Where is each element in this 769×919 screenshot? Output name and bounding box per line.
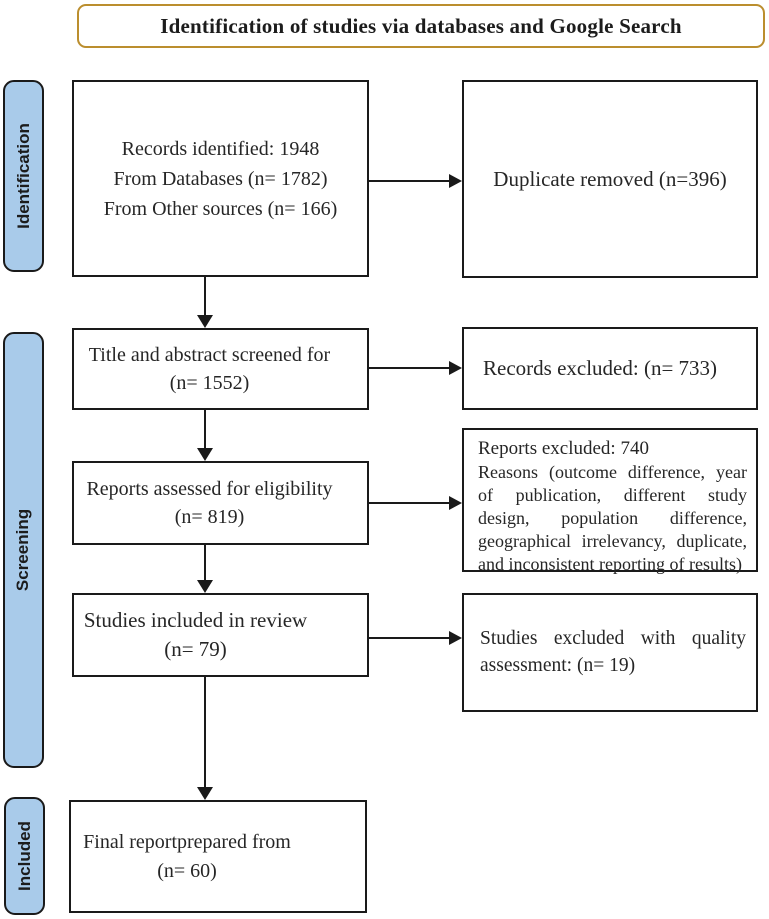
quality-excluded-text: Studies excluded with quality assessment… xyxy=(480,628,746,676)
arrowhead-down-icon xyxy=(197,315,213,328)
box-quality-excluded: Studies excluded with quality assessment… xyxy=(462,593,758,712)
reports-assessed-line: (n= 819) xyxy=(174,506,245,528)
box-records-excluded: Records excluded: (n= 733) xyxy=(462,327,758,410)
reports-excluded-heading: Reports excluded: 740 xyxy=(478,438,649,459)
arrow-right-screened-to-excluded xyxy=(369,367,449,369)
arrow-right-assessed-to-excluded xyxy=(369,502,449,504)
arrowhead-right-icon xyxy=(449,631,462,645)
records-identified-line: Records identified: 1948 xyxy=(121,137,320,160)
arrowhead-right-icon xyxy=(449,174,462,188)
stage-screening-label: Screening xyxy=(13,508,33,592)
records-identified-line: From Other sources (n= 166) xyxy=(103,197,338,220)
arrowhead-down-icon xyxy=(197,787,213,800)
arrowhead-right-icon xyxy=(449,361,462,375)
stage-identification: Identification xyxy=(3,80,44,272)
arrowhead-down-icon xyxy=(197,580,213,593)
box-duplicates-removed: Duplicate removed (n=396) xyxy=(462,80,758,278)
arrow-down-assessed-to-included xyxy=(204,545,206,580)
arrowhead-down-icon xyxy=(197,448,213,461)
title-abstract-line: (n= 1552) xyxy=(169,372,250,394)
box-final-report: Final reportprepared from (n= 60) xyxy=(69,800,367,913)
stage-screening: Screening xyxy=(3,332,44,768)
title-abstract-line: Title and abstract screened for xyxy=(88,344,331,366)
studies-included-line: (n= 79) xyxy=(164,637,227,661)
arrowhead-right-icon xyxy=(449,496,462,510)
final-report-line: Final reportprepared from xyxy=(83,830,291,853)
diagram-title-box: Identification of studies via databases … xyxy=(77,4,765,48)
records-identified-line: From Databases (n= 1782) xyxy=(113,167,328,190)
stage-included: Included xyxy=(4,797,45,915)
duplicates-removed-text: Duplicate removed (n=396) xyxy=(493,166,727,191)
stage-included-label: Included xyxy=(14,821,34,891)
reports-excluded-reasons: Reasons (outcome difference, year of pub… xyxy=(478,462,747,575)
final-report-line: (n= 60) xyxy=(157,859,217,882)
reports-assessed-line: Reports assessed for eligibility xyxy=(86,478,333,500)
box-records-identified: Records identified: 1948 From Databases … xyxy=(72,80,369,277)
records-excluded-text: Records excluded: (n= 733) xyxy=(483,356,718,380)
box-studies-included: Studies included in review (n= 79) xyxy=(72,593,369,677)
box-title-abstract-screened: Title and abstract screened for (n= 1552… xyxy=(72,328,369,410)
arrow-down-included-to-final xyxy=(204,677,206,787)
box-reports-excluded: Reports excluded: 740 Reasons (outcome d… xyxy=(462,428,758,574)
arrow-down-records-to-screened xyxy=(204,277,206,316)
diagram-title: Identification of studies via databases … xyxy=(160,13,682,38)
arrow-right-records-to-duplicates xyxy=(369,180,449,182)
arrow-down-screened-to-assessed xyxy=(204,410,206,448)
stage-identification-label: Identification xyxy=(13,123,33,229)
arrow-right-included-to-quality xyxy=(369,637,449,639)
box-reports-assessed: Reports assessed for eligibility (n= 819… xyxy=(72,461,369,545)
studies-included-line: Studies included in review xyxy=(83,607,308,632)
